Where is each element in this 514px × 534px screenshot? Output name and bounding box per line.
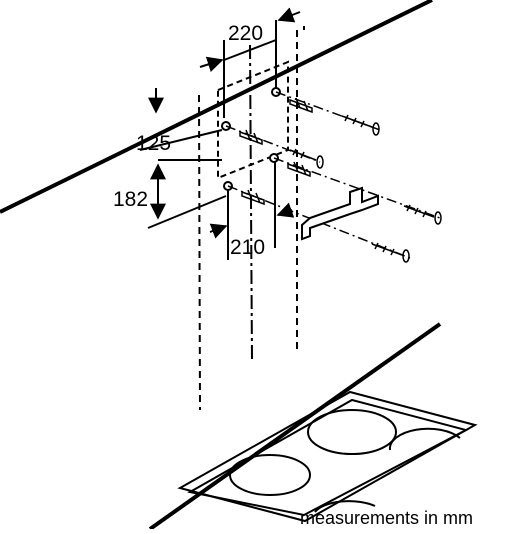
dimension-182-label: 182 (113, 188, 148, 211)
units-caption: measurements in mm (300, 508, 473, 528)
ceiling-line (0, 0, 433, 214)
worktop-line (148, 322, 442, 531)
dimension-125-lines (139, 88, 223, 151)
screws (289, 114, 442, 263)
dimension-220-label: 220 (228, 22, 263, 45)
dimension-125-label: 125 (136, 132, 171, 155)
screw-axes (225, 91, 441, 259)
center-line (249, 44, 253, 361)
wall-plugs (239, 97, 313, 206)
cooktop (177, 390, 478, 523)
wall-bracket (301, 186, 379, 241)
dimension-182-lines (147, 159, 227, 229)
dimension-220-lines (199, 7, 301, 118)
chimney-outline (198, 26, 305, 411)
dimension-210-label: 210 (230, 236, 265, 259)
